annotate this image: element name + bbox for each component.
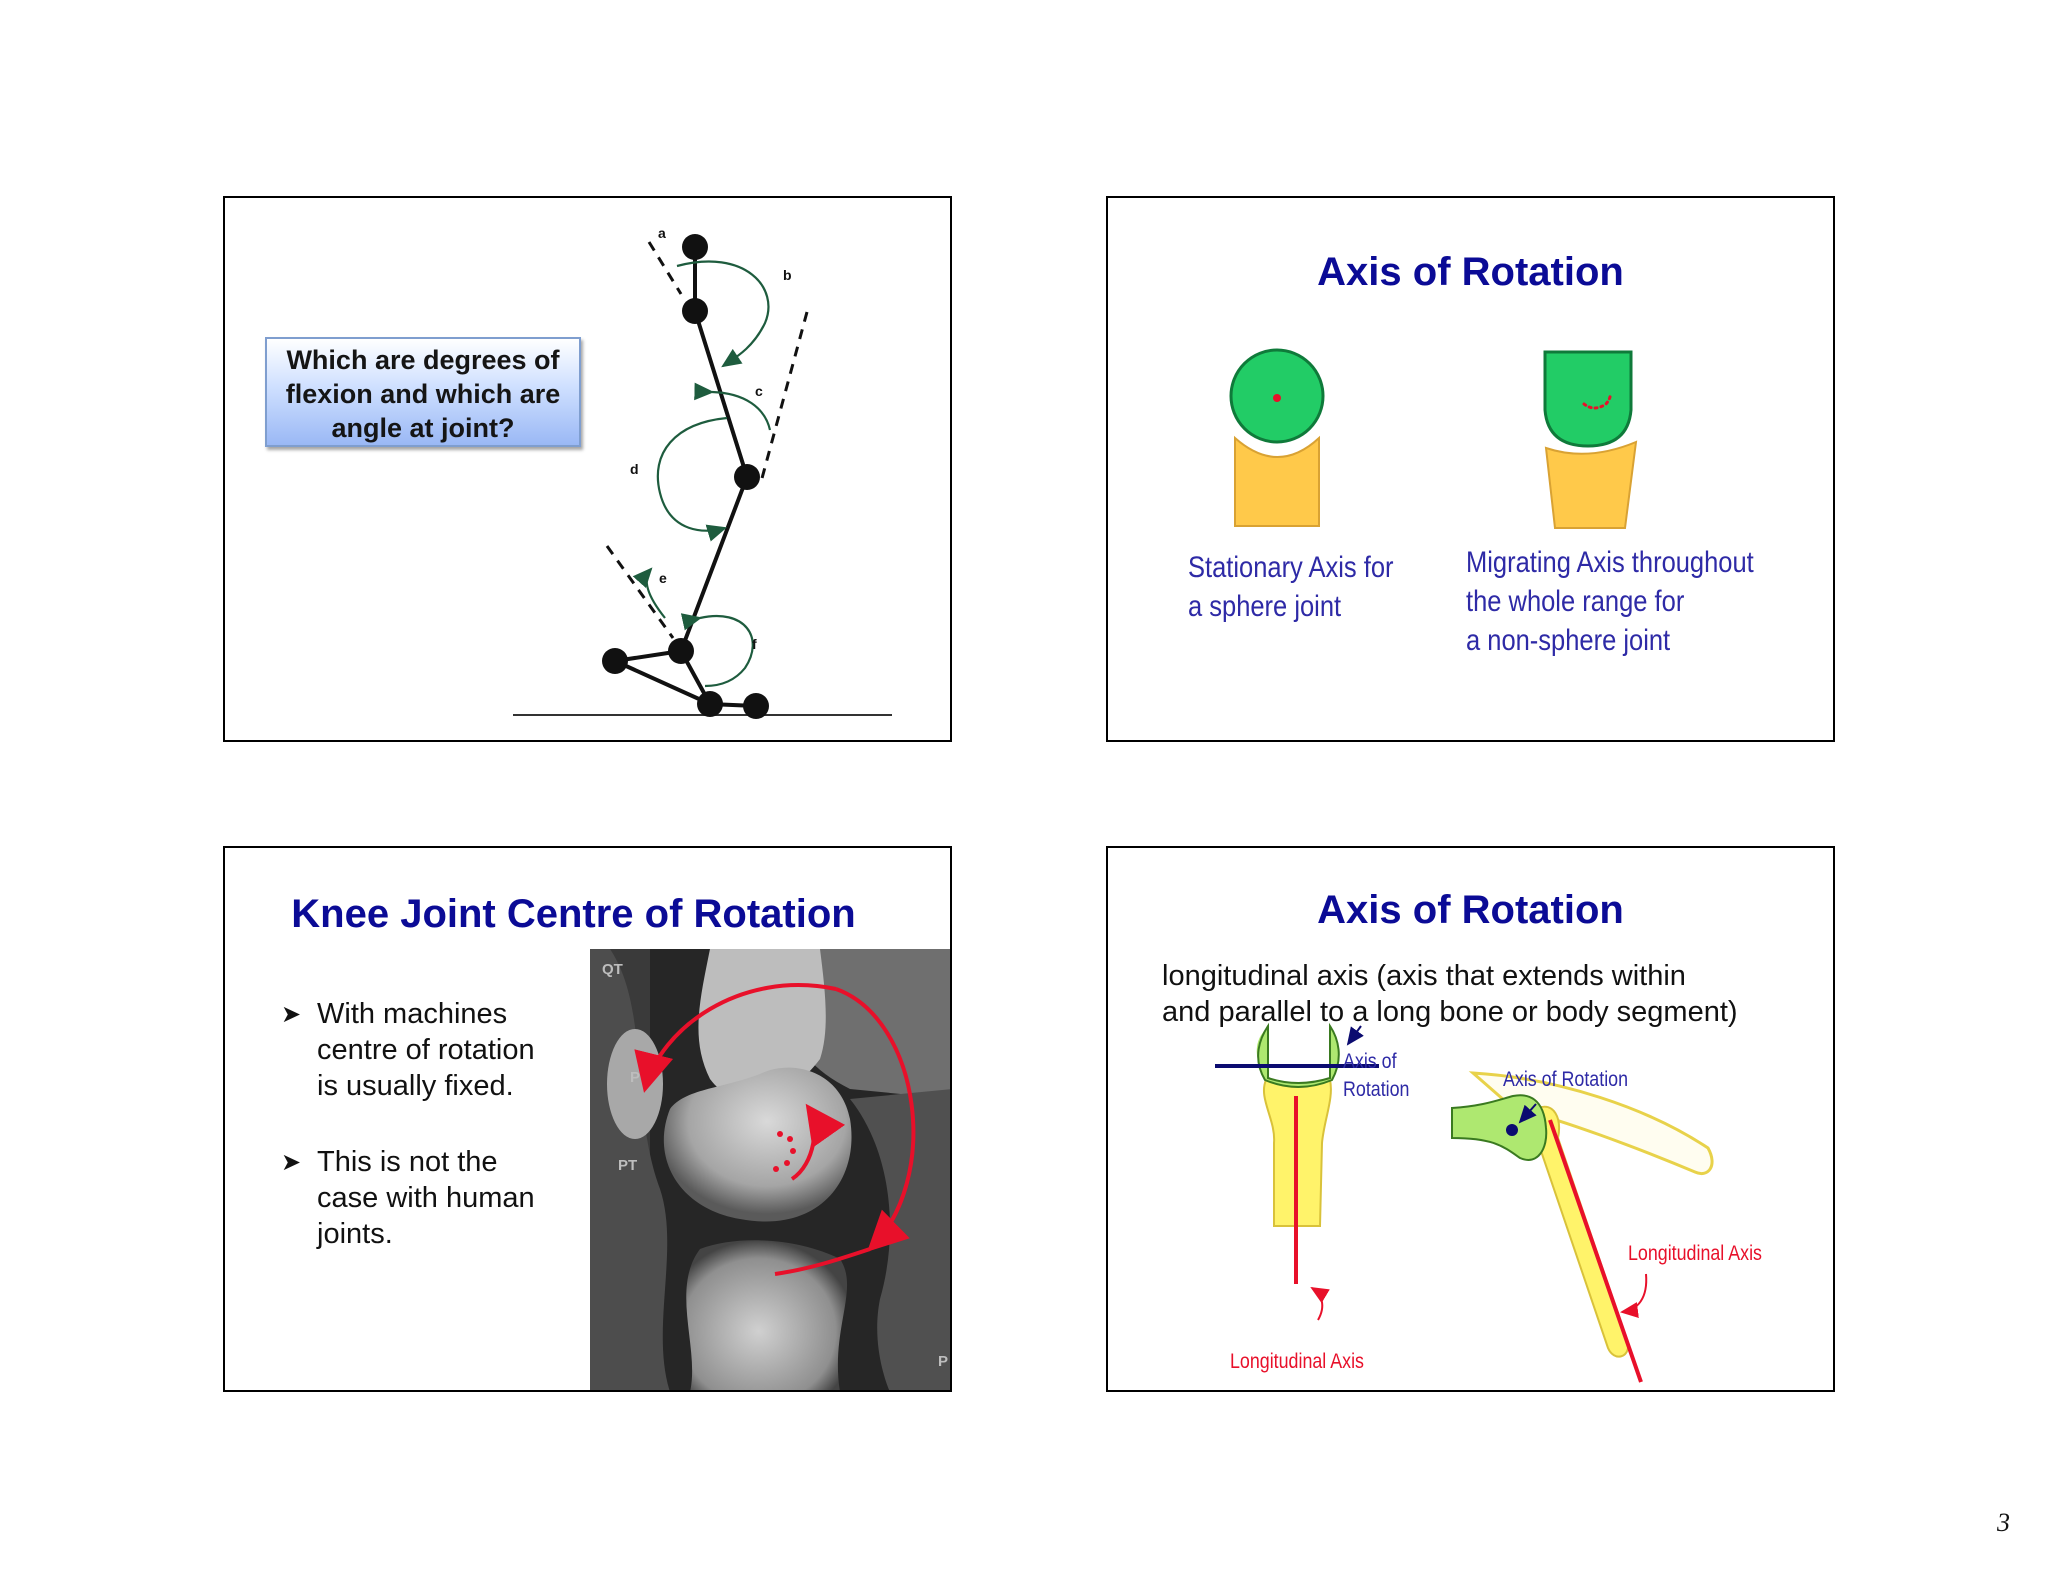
joint-dot (734, 464, 760, 490)
angle-label-a: a (658, 225, 666, 241)
left-axis-pointer (1346, 1025, 1364, 1046)
slide-title: Axis of Rotation (1317, 250, 1624, 294)
caption-stationary: Stationary Axis for a sphere joint (1188, 551, 1394, 623)
angle-arc-f (680, 613, 754, 688)
bullet-arrow-icon: ➤ (281, 1001, 302, 1028)
angle-arc-c (694, 382, 772, 431)
fixed-axis-dot (1273, 394, 1281, 402)
joint-dot (668, 638, 694, 664)
label-longitudinal-axis-right: Longitudinal Axis (1628, 1242, 1762, 1265)
label-longitudinal-axis-left: Longitudinal Axis (1230, 1350, 1364, 1373)
definition-text: longitudinal axis (axis that extends wit… (1162, 960, 1738, 1028)
label-axis-of-rotation-left: Axis of Rotation (1343, 1050, 1410, 1101)
joint-illustration (1229, 348, 1638, 529)
bullet-list: ➤ With machines centre of rotation is us… (281, 996, 581, 1292)
angle-label-d: d (630, 461, 639, 477)
slide-title: Axis of Rotation (1317, 888, 1624, 932)
joint-dot (743, 693, 769, 719)
mri-rendering (590, 949, 950, 1390)
non-sphere-head (1543, 350, 1633, 448)
mri-label-qt: QT (602, 961, 623, 978)
slide-axis-of-rotation-joints: Axis of Rotation Stationary Axis for a s… (1106, 196, 1835, 742)
slide-longitudinal-axis: Axis of Rotation longitudinal axis (axis… (1106, 846, 1835, 1392)
joint-dot (602, 648, 628, 674)
angle-label-b: b (783, 267, 792, 283)
right-longitudinal-pointer (1620, 1273, 1648, 1318)
right-axis-pointer (1518, 1103, 1537, 1124)
angle-arc-b (676, 260, 770, 368)
angle-arc-e (632, 567, 666, 619)
angle-label-f: f (752, 636, 757, 652)
dashed-extension-line (647, 241, 683, 295)
rotation-arrow-large-tail (774, 1247, 871, 1276)
rotation-arrow-large (835, 987, 916, 1252)
bone-socket-right (1544, 440, 1638, 529)
dashed-extension-line (759, 311, 809, 483)
bullet-item: ➤ With machines centre of rotation is us… (281, 998, 535, 1102)
angle-label-e: e (659, 570, 667, 586)
rotation-arrow-small (790, 1103, 846, 1181)
left-upper-bone-end (1257, 1022, 1340, 1088)
label-axis-of-rotation-right: Axis of Rotation (1503, 1068, 1629, 1091)
slide-title: Knee Joint Centre of Rotation (291, 892, 856, 936)
bone-socket-left (1234, 435, 1320, 527)
bullet-arrow-icon: ➤ (281, 1149, 302, 1176)
slide-knee-joint: Knee Joint Centre of Rotation ➤ With mac… (223, 846, 952, 1392)
stick-figure-diagram: a b c d e f (513, 225, 892, 719)
angle-label-c: c (755, 383, 763, 399)
knee-mri-image: QT P PT P (590, 949, 950, 1390)
joint-dot (682, 298, 708, 324)
caption-migrating: Migrating Axis throughout the whole rang… (1466, 546, 1754, 657)
mri-label-p-corner: P (938, 1353, 949, 1370)
migrating-axis-path (1582, 392, 1612, 410)
right-axis-dot (1506, 1124, 1518, 1136)
right-upper-bone (1451, 1094, 1548, 1161)
bullet-item: ➤ This is not the case with human joints… (281, 1146, 535, 1250)
joint-dot (697, 691, 723, 717)
angle-arc-d (656, 416, 728, 542)
page-number: 3 (1997, 1508, 2010, 1537)
longitudinal-axis-illustration (1215, 1022, 1714, 1383)
right-longitudinal-axis-line (1548, 1119, 1643, 1383)
joint-dot (682, 234, 708, 260)
dashed-extension-line (605, 545, 675, 639)
slide-flexion-diagram: a b c d e f Which are degrees of flexion… (223, 196, 952, 742)
left-longitudinal-pointer (1310, 1286, 1330, 1321)
rotation-arrow-large-head (634, 983, 837, 1093)
question-box: Which are degrees of flexion and which a… (265, 337, 581, 447)
mri-label-pt: PT (618, 1157, 638, 1174)
mri-label-p: P (630, 1069, 641, 1086)
